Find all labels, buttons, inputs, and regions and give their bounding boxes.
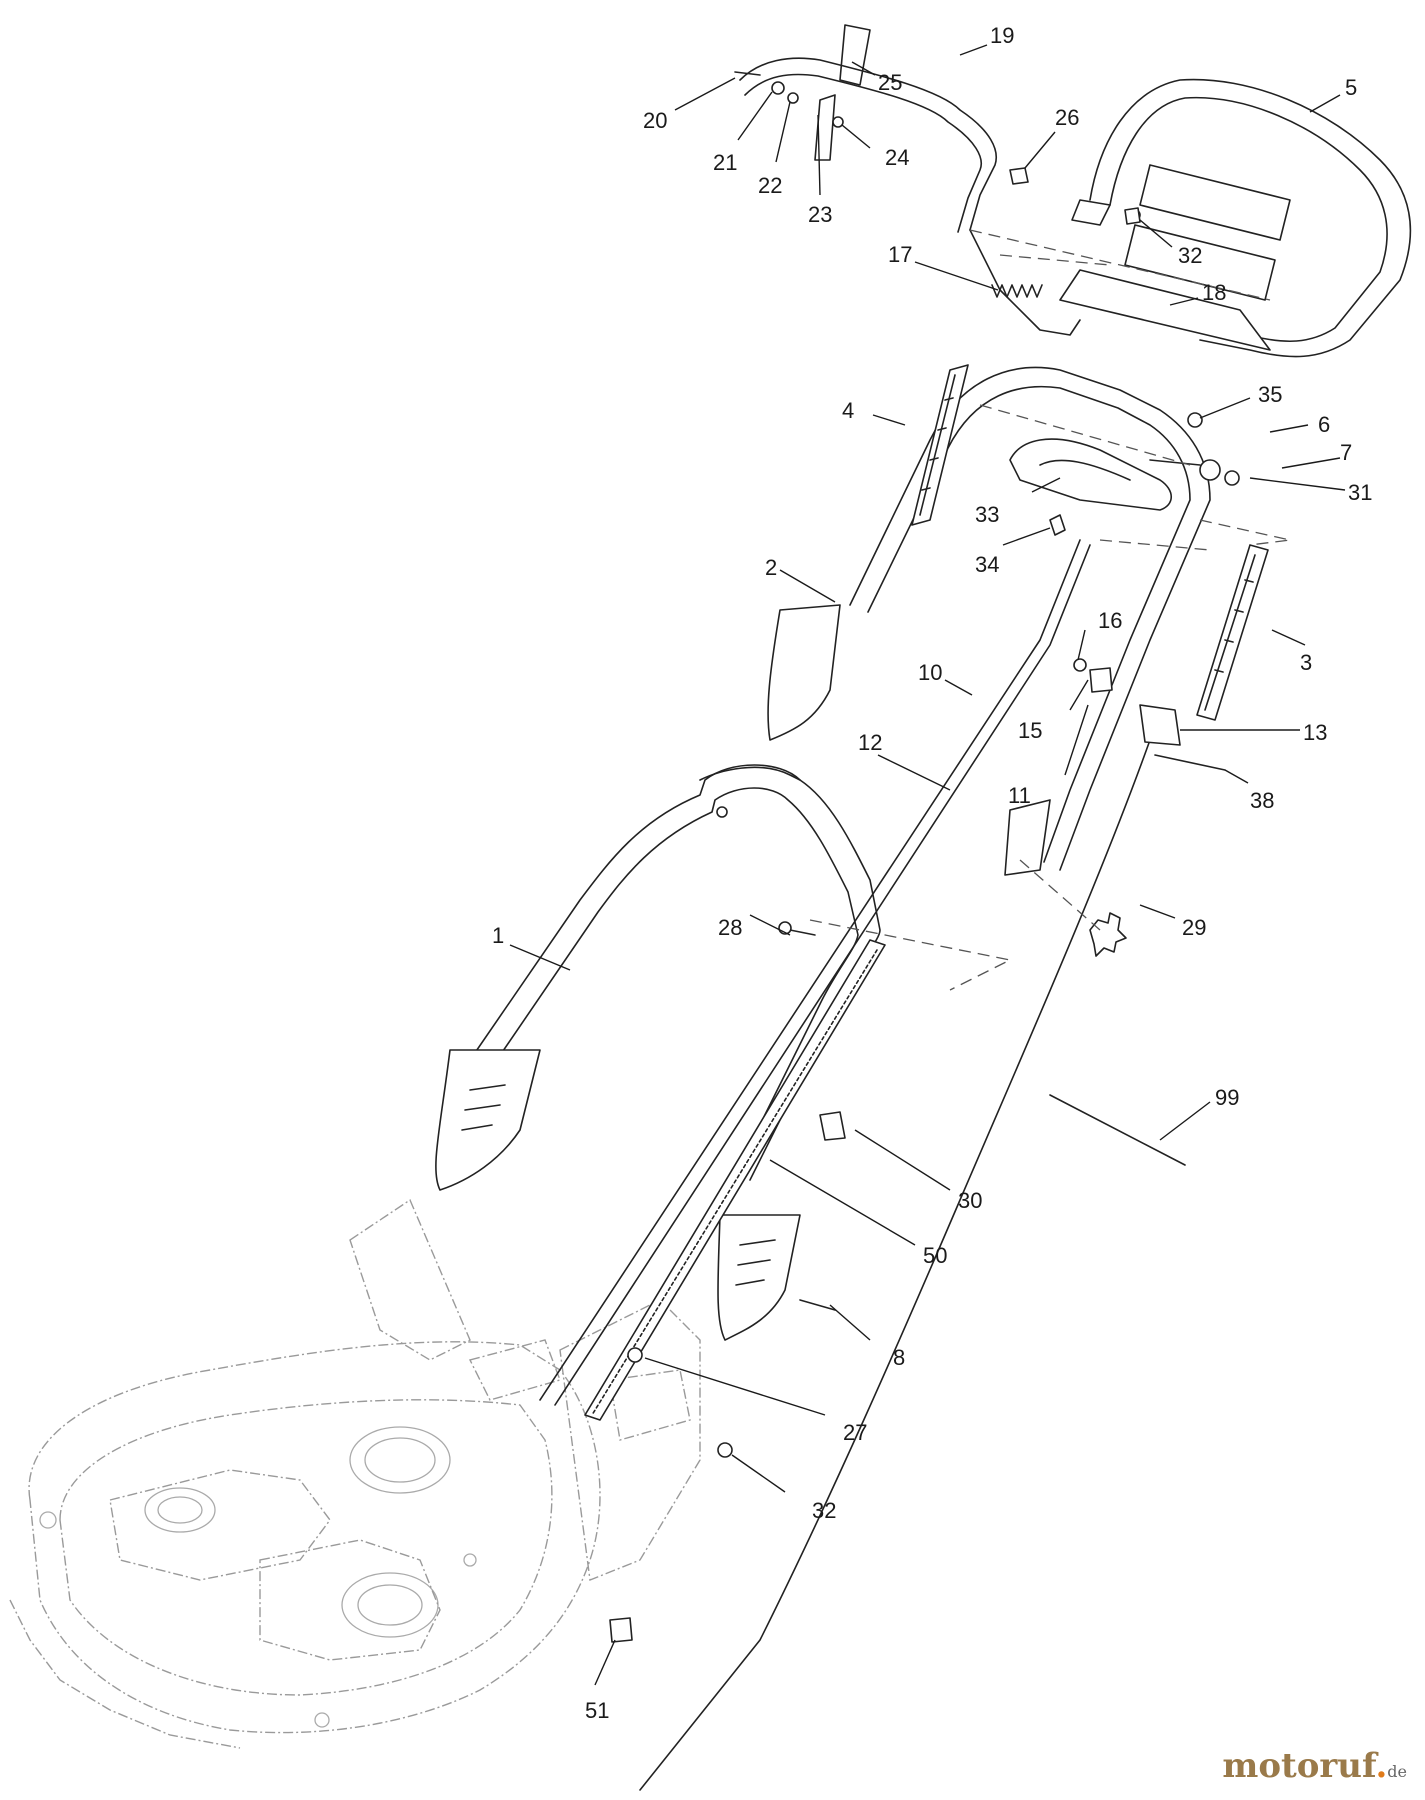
callout-6: 6 [1318, 412, 1330, 437]
callout-18: 18 [1202, 280, 1226, 305]
callout-4: 4 [842, 398, 854, 423]
callout-3: 3 [1300, 650, 1312, 675]
callout-11: 11 [1008, 783, 1031, 808]
handle-rail-left [911, 364, 969, 526]
watermark-tld: de [1387, 1762, 1407, 1781]
callout-13: 13 [1303, 720, 1327, 745]
spring [991, 284, 1043, 298]
callout-25: 25 [878, 70, 902, 95]
callout-23: 23 [808, 202, 832, 227]
callout-29: 29 [1182, 915, 1206, 940]
callout-30: 30 [958, 1188, 982, 1213]
callout-1: 1 [492, 923, 504, 948]
callout-24: 24 [885, 145, 909, 170]
callout-2: 2 [765, 555, 777, 580]
callout-35: 35 [1258, 382, 1282, 407]
callout-labels: 19 25 5 20 26 21 24 22 23 32 17 18 4 35 … [492, 23, 1372, 1723]
upper-handle [767, 366, 1211, 876]
callout-21: 21 [713, 150, 737, 175]
callout-5: 5 [1345, 75, 1357, 100]
shield [1059, 269, 1271, 351]
alignment-lines [809, 229, 1291, 991]
callout-17: 17 [888, 242, 912, 267]
callout-20: 20 [643, 108, 667, 133]
leader-lines [509, 44, 1346, 1686]
callout-10: 10 [918, 660, 942, 685]
callout-22: 22 [758, 173, 782, 198]
callout-15: 15 [1018, 718, 1042, 743]
handle-rail-right [1196, 544, 1269, 721]
lower-handle [435, 764, 881, 1341]
callout-7: 7 [1340, 440, 1352, 465]
hardware [609, 71, 1240, 1643]
callout-26: 26 [1055, 105, 1079, 130]
callout-31: 31 [1348, 480, 1372, 505]
handle-grip [1009, 438, 1173, 511]
cables [539, 539, 1186, 1791]
callout-33: 33 [975, 502, 999, 527]
callout-38: 38 [1250, 788, 1274, 813]
watermark-logo: motoruf.de [1222, 1746, 1407, 1786]
callout-99: 99 [1215, 1085, 1239, 1110]
callout-27: 27 [843, 1420, 867, 1445]
bail-bar [1071, 78, 1412, 358]
callout-12: 12 [858, 730, 882, 755]
cable-guide [584, 939, 886, 1421]
watermark-main: motoruf [1222, 1746, 1376, 1786]
callout-32-bottom: 32 [812, 1498, 836, 1523]
callout-8: 8 [893, 1345, 905, 1370]
watermark-dot: . [1375, 1746, 1388, 1786]
callout-34: 34 [975, 552, 999, 577]
callout-50: 50 [923, 1243, 947, 1268]
callout-51: 51 [585, 1698, 609, 1723]
callout-16: 16 [1098, 608, 1122, 633]
mower-deck [9, 1198, 701, 1749]
control-bail [739, 24, 1081, 336]
callout-28: 28 [718, 915, 742, 940]
callout-19: 19 [990, 23, 1014, 48]
callout-32-top: 32 [1178, 243, 1202, 268]
